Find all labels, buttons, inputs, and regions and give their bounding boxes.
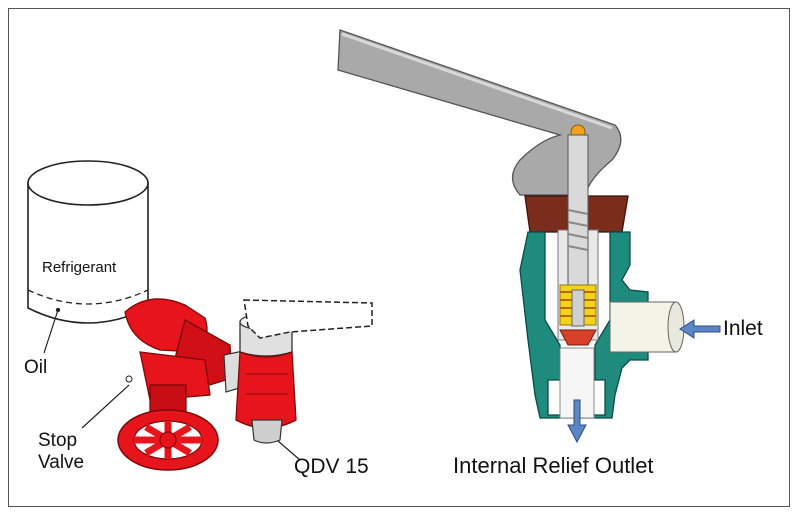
inlet-label: Inlet bbox=[723, 317, 763, 340]
stop-valve-label-line1: Stop bbox=[38, 430, 78, 451]
qdv-valve bbox=[223, 299, 373, 461]
stop-valve bbox=[81, 298, 233, 471]
refrigerant-label: Refrigerant bbox=[42, 259, 117, 276]
stop-valve-label: Stop Valve bbox=[38, 430, 84, 474]
refrigerant-cylinder bbox=[27, 160, 149, 354]
outlet-label: Internal Relief Outlet bbox=[453, 453, 654, 478]
oil-label: Oil bbox=[24, 357, 48, 378]
qdv-label: QDV 15 bbox=[294, 455, 369, 478]
relief-valve-cutaway bbox=[337, 29, 721, 444]
stop-valve-label-line2: Valve bbox=[38, 452, 85, 473]
